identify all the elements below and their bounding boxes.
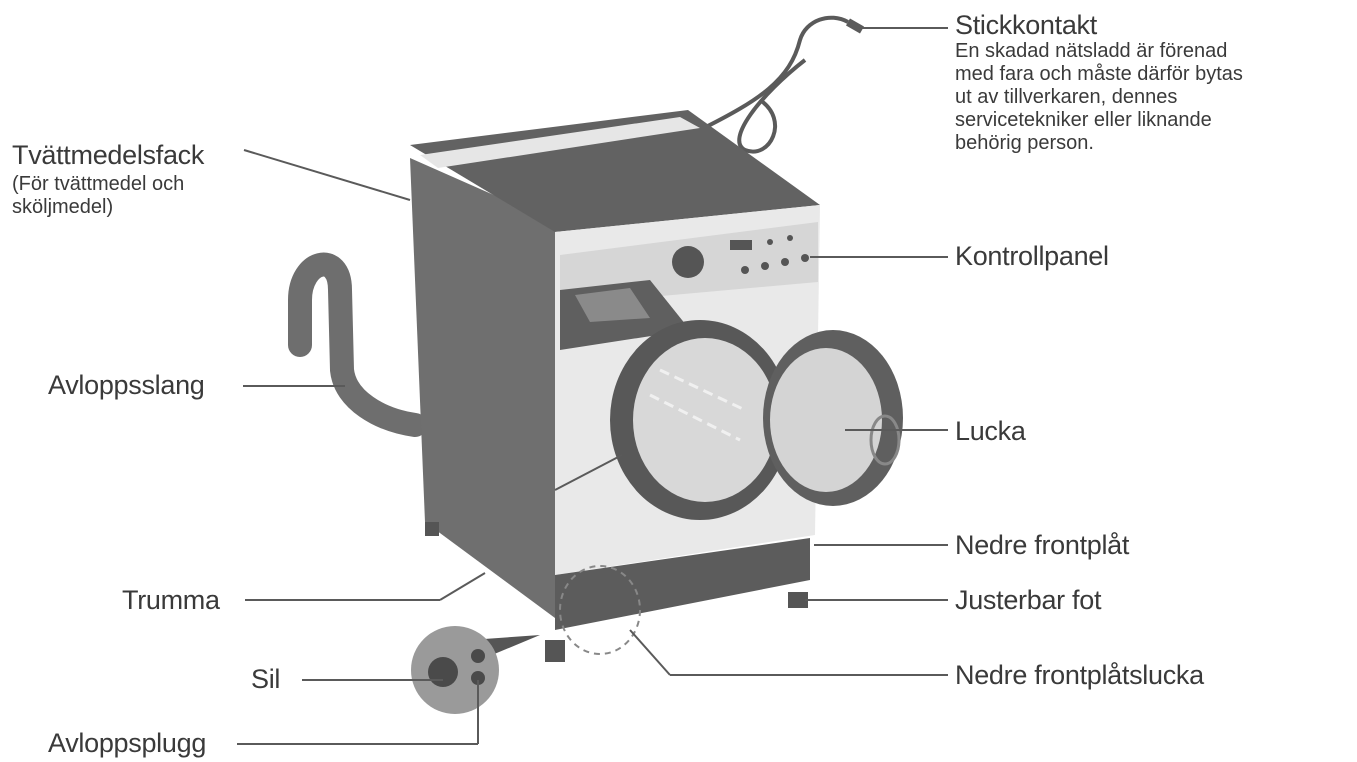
note-line: sköljmedel)	[12, 196, 114, 218]
label-avloppsplugg: Avloppsplugg	[48, 728, 207, 758]
program-dial	[672, 246, 704, 278]
drain-hose	[288, 252, 427, 437]
label-nedre-frontplatslucka: Nedre frontplåtslucka	[955, 660, 1204, 690]
cabinet-top	[410, 110, 820, 232]
drain-plug-top	[471, 649, 485, 663]
drum-interior	[633, 338, 777, 502]
strainer	[428, 657, 458, 687]
stickkontakt-note: En skadad nätsladd är förenad med fara o…	[955, 40, 1243, 155]
note-line: med fara och måste därför bytas	[955, 63, 1243, 85]
foot-back	[425, 522, 439, 536]
control-buttons	[741, 235, 809, 274]
note-line: En skadad nätsladd är förenad	[955, 40, 1228, 62]
lower-front-panel	[555, 538, 810, 630]
cabinet-side	[410, 158, 555, 618]
label-tvattmedelsfack: Tvättmedelsfack	[12, 140, 205, 170]
note-line: behörig person.	[955, 132, 1094, 154]
hose-end	[315, 255, 329, 269]
label-nedre-frontplat: Nedre frontplåt	[955, 530, 1130, 560]
label-justerbar-fot: Justerbar fot	[955, 585, 1102, 615]
label-kontrollpanel: Kontrollpanel	[955, 241, 1109, 271]
drum-lines	[649, 368, 746, 442]
top-stripe	[420, 117, 700, 168]
label-stickkontakt: Stickkontakt	[955, 10, 1097, 40]
drawer-tray	[575, 288, 650, 322]
door-glass	[770, 348, 882, 492]
label-avloppsslang: Avloppsslang	[48, 370, 205, 400]
note-line: (För tvättmedel och	[12, 173, 185, 195]
tvattmedelsfack-note: (För tvättmedel och sköljmedel)	[12, 173, 184, 219]
label-lucka: Lucka	[955, 416, 1026, 446]
note-line: ut av tillverkaren, dennes	[955, 86, 1178, 108]
filter-cover-dashed	[559, 565, 641, 655]
display	[730, 240, 752, 250]
power-cord	[699, 15, 864, 154]
foot-right	[788, 592, 808, 608]
leader-lines	[237, 27, 948, 745]
door-handle	[869, 414, 901, 466]
label-trumma: Trumma	[122, 585, 220, 615]
foot-left	[545, 640, 565, 662]
drain-plug	[471, 671, 485, 685]
note-line: servicetekniker eller liknande	[955, 109, 1212, 131]
label-sil: Sil	[251, 664, 281, 694]
